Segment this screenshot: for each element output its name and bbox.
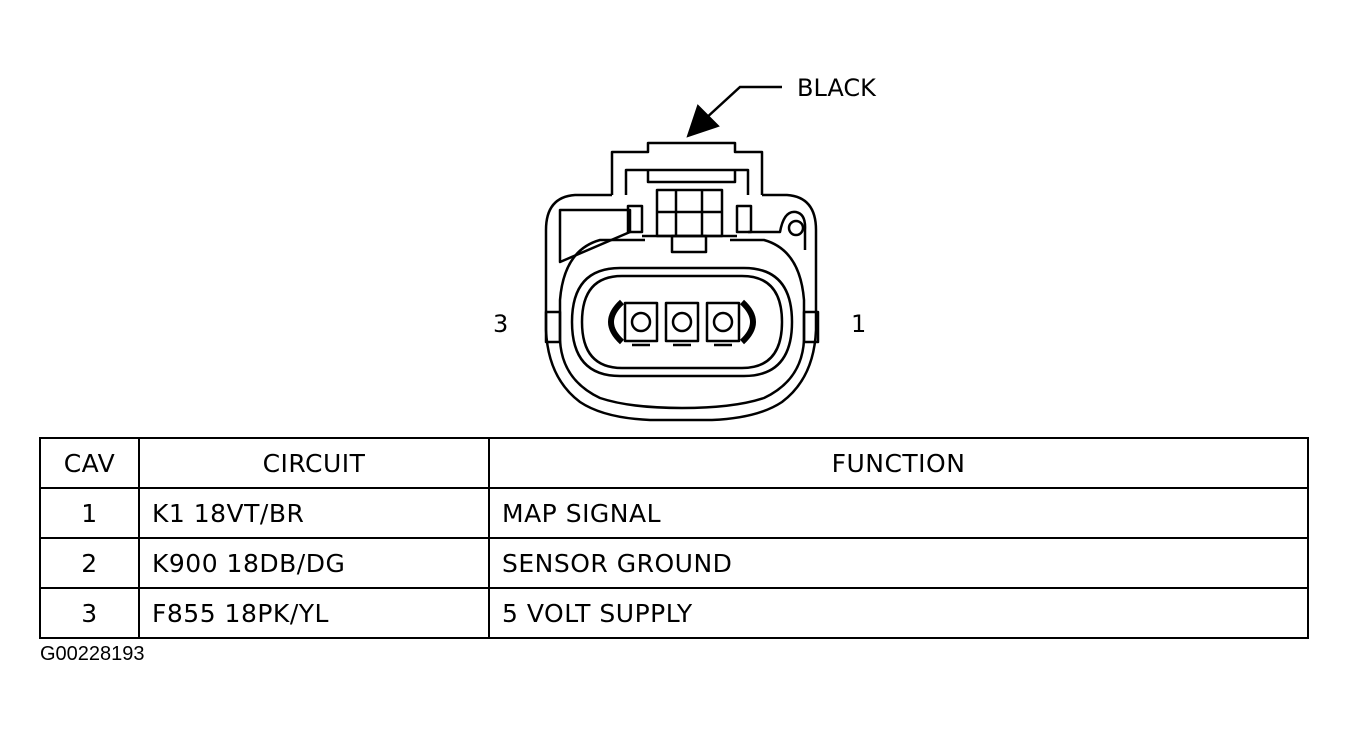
connector-color-label: BLACK — [797, 74, 877, 102]
inner-housing — [558, 238, 806, 410]
table-row: 1 K1 18VT/BR MAP SIGNAL — [39, 487, 1309, 539]
table-row: 3 F855 18PK/YL 5 VOLT SUPPLY — [39, 587, 1309, 639]
terminal-cavity — [570, 266, 794, 378]
terminal-3 — [623, 301, 659, 343]
latch-housing — [610, 141, 764, 195]
header-function: FUNCTION — [488, 437, 1309, 489]
header-cav: CAV — [39, 437, 140, 489]
cell-cav: 2 — [39, 537, 140, 589]
cell-function: MAP SIGNAL — [488, 487, 1309, 539]
cell-circuit: K1 18VT/BR — [138, 487, 490, 539]
figure-id: G00228193 — [40, 643, 145, 665]
table-row: 2 K900 18DB/DG SENSOR GROUND — [39, 537, 1309, 589]
cavity-label-right: 1 — [851, 310, 866, 338]
connector-diagram: BLACK 3 1 — [493, 74, 877, 422]
terminal-1 — [705, 301, 741, 343]
color-arrow — [686, 85, 782, 138]
cell-function: 5 VOLT SUPPLY — [488, 587, 1309, 639]
cell-circuit: K900 18DB/DG — [138, 537, 490, 589]
table-header-row: CAV CIRCUIT FUNCTION — [39, 437, 1309, 489]
header-circuit: CIRCUIT — [138, 437, 490, 489]
cell-cav: 1 — [39, 487, 140, 539]
cavity-label-left: 3 — [493, 310, 508, 338]
cell-cav: 3 — [39, 587, 140, 639]
pinout-table: CAV CIRCUIT FUNCTION 1 K1 18VT/BR MAP SI… — [39, 437, 1309, 639]
cell-circuit: F855 18PK/YL — [138, 587, 490, 639]
cell-function: SENSOR GROUND — [488, 537, 1309, 589]
terminal-2 — [664, 301, 700, 343]
connector-housing — [544, 193, 818, 422]
